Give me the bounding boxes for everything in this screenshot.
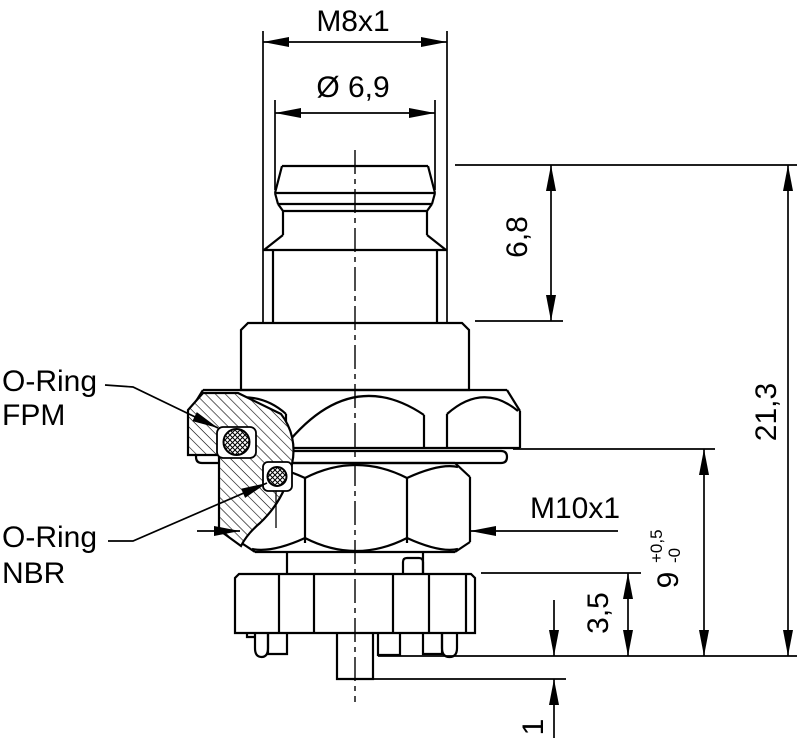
dim-text-mount-depth: 9 (652, 572, 685, 589)
arrowhead-up-icon (546, 165, 556, 191)
oring-fpm-label-line2: FPM (2, 399, 65, 432)
dim-text-tip-diameter: Ø 6,9 (316, 71, 389, 104)
arrowhead-right-icon (214, 526, 240, 536)
arrowhead-left-icon (470, 526, 496, 536)
nbr-oring (266, 466, 288, 487)
lower-hex-face-edges (303, 477, 409, 543)
pin-round-right (440, 633, 459, 659)
fpm-oring (222, 428, 251, 456)
pin-round-left (253, 633, 270, 659)
leader-arrowhead-icon (241, 483, 267, 498)
pin-flat-left (266, 633, 289, 656)
dim-text-m10x1: M10x1 (530, 492, 620, 525)
dim-text-pin-protrusion: 1 (517, 719, 550, 736)
oring-cutaway-section (186, 391, 295, 548)
dim-text-flange-height: 3,5 (582, 592, 615, 634)
arrowhead-right-icon (421, 37, 447, 47)
dimension-tip-diameter: Ø 6,9 (274, 71, 436, 190)
arrowhead-right-icon (409, 108, 435, 118)
dim-text-tip-height: 6,8 (501, 216, 534, 258)
arrowhead-left-icon (275, 108, 301, 118)
oring-fpm-label-line1: O-Ring (2, 365, 97, 398)
dimension-m8x1: M8x1 (263, 5, 447, 47)
base-key-tab (401, 556, 425, 574)
arrowhead-down-icon (623, 630, 633, 656)
arrowhead-down-icon (699, 630, 709, 656)
label-oring-nbr: O-Ring NBR (2, 482, 268, 590)
part-base (233, 552, 477, 635)
base-segment-lines (277, 574, 468, 633)
arrowhead-down-icon (783, 630, 793, 656)
dim-text-mount-depth-tol-plus: +0,5 (647, 529, 666, 563)
pin-ledge (245, 633, 255, 639)
arrowhead-left-icon (263, 37, 289, 47)
pin-flat-mid (376, 633, 402, 657)
leader-arrowhead-icon (192, 412, 218, 428)
label-oring-fpm: O-Ring FPM (2, 365, 219, 432)
arrowhead-up-icon (623, 573, 633, 599)
arrowhead-down-icon (549, 630, 559, 656)
arrowhead-up-icon (783, 165, 793, 191)
dimension-mount-depth: 9 +0,5 -0 (513, 448, 715, 656)
callout-m10x1: M10x1 (197, 492, 620, 536)
base-flange (233, 572, 477, 635)
dimension-overall-height: 21,3 (750, 165, 793, 656)
oring-nbr-label-line2: NBR (2, 557, 65, 590)
oring-nbr-label-line1: O-Ring (2, 521, 97, 554)
pin-flat-right (421, 633, 444, 656)
arrowhead-down-icon (546, 295, 556, 321)
arrowhead-up-icon (549, 679, 559, 705)
arrowhead-up-icon (699, 449, 709, 475)
dimension-tip-height: 6,8 (455, 164, 797, 322)
dim-text-mount-depth-tol-minus: -0 (665, 548, 684, 563)
dim-text-m8x1: M8x1 (316, 5, 389, 38)
dimension-flange-height: 3,5 (481, 572, 641, 656)
dimension-pin-protrusion: 1 (337, 600, 797, 738)
dim-text-overall-height: 21,3 (750, 383, 783, 441)
